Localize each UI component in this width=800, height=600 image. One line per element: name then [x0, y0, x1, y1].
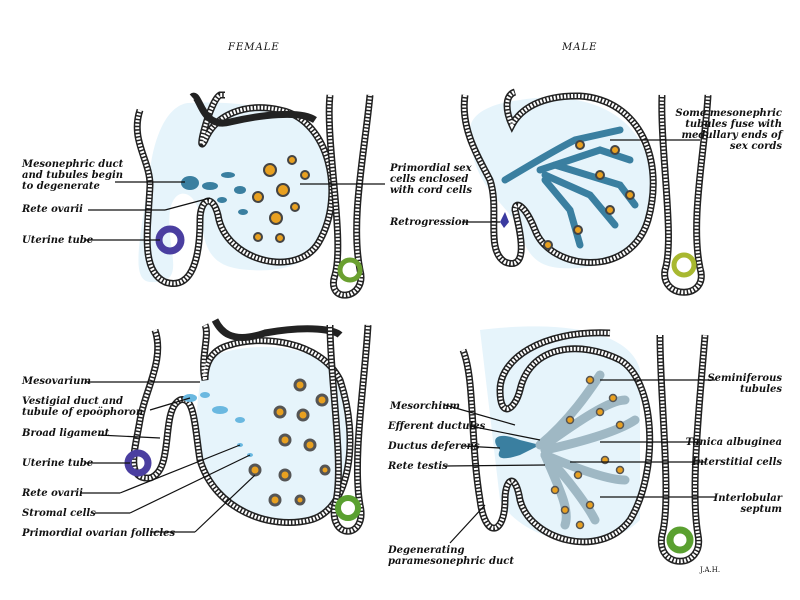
label-broad-ligament: Broad ligament	[22, 428, 110, 439]
male-late-testis	[444, 326, 715, 565]
artist-signature: J.A.H.	[700, 566, 721, 574]
label-mesovarium: Mesovarium	[22, 376, 91, 387]
label-rete-ovarii: Rete ovarii	[22, 204, 83, 215]
label-seminiferous-tubules: Seminiferous tubules	[707, 373, 782, 395]
label-mesonephric-tubules-fuse: Some mesonephric tubules fuse with medul…	[675, 108, 782, 152]
label-ductus-deferens: Ductus deferens	[388, 441, 480, 452]
female-title: FEMALE	[228, 42, 280, 53]
label-uterine-tube-2: Uterine tube	[22, 458, 94, 469]
label-interlobular-septum: Interlobular septum	[713, 493, 782, 515]
label-stromal-cells: Stromal cells	[22, 508, 96, 519]
label-uterine-tube: Uterine tube	[22, 235, 94, 246]
label-tunica-albuginea: Tunica albuginea	[685, 437, 782, 448]
label-rete-testis: Rete testis	[388, 461, 448, 472]
label-interstitial-cells: Interstitial cells	[691, 457, 782, 468]
label-rete-ovarii-2: Rete ovarii	[22, 488, 83, 499]
label-retrogression: Retrogression	[390, 217, 469, 228]
label-primordial-sex-cells: Primordial sex cells enclosed with cord …	[390, 163, 472, 196]
label-primordial-follicles: Primordial ovarian follicles	[22, 528, 176, 539]
label-mesonephric-duct: Mesonephric duct and tubules begin to de…	[22, 159, 124, 192]
label-degenerating-paramesonephric: Degenerating paramesonephric duct	[388, 545, 514, 567]
female-early-gonad	[85, 91, 385, 299]
male-early-gonad	[460, 88, 712, 296]
label-mesorchium: Mesorchium	[390, 401, 461, 412]
label-efferent-ductules: Efferent ductules	[388, 421, 486, 432]
label-vestigial-duct: Vestigial duct and tubule of epoöphoron	[22, 396, 144, 418]
male-title: MALE	[562, 42, 598, 53]
female-late-ovary	[80, 318, 372, 535]
